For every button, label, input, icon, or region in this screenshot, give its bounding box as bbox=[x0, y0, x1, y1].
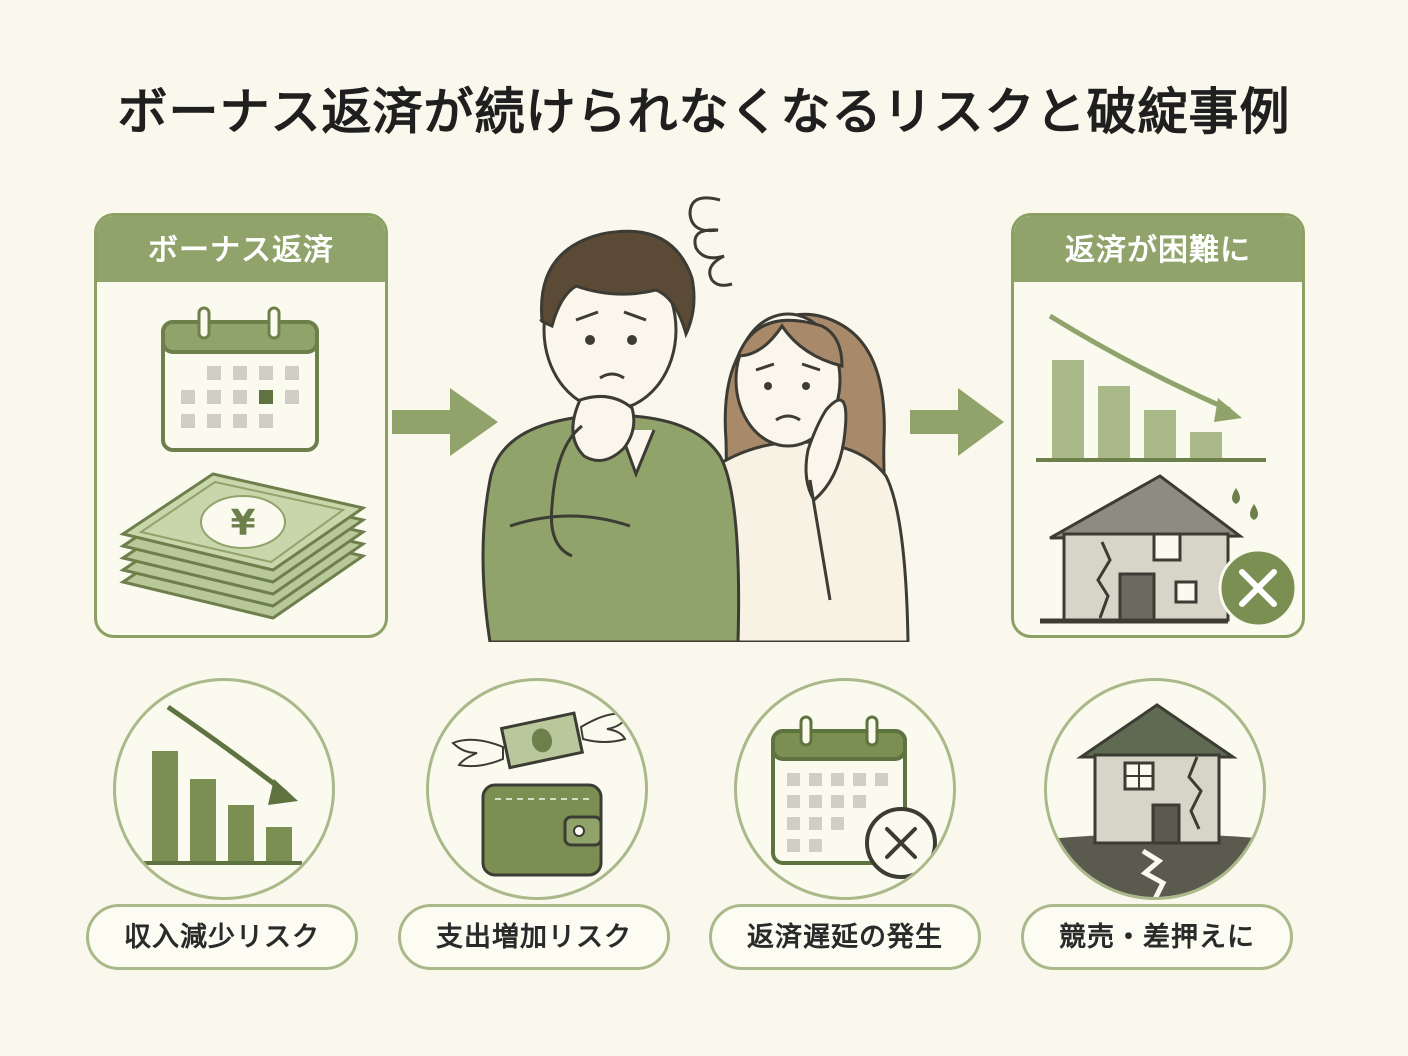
bonus-repayment-card: ボーナス返済 ¥ bbox=[94, 213, 388, 638]
risk-repayment-delay-circle bbox=[734, 678, 956, 900]
bonus-repayment-header: ボーナス返済 bbox=[97, 216, 385, 282]
worry-swirl-icon bbox=[688, 196, 733, 287]
risk-label: 収入減少リスク bbox=[86, 904, 358, 970]
calendar-icon bbox=[161, 306, 319, 452]
arrow-right-icon bbox=[392, 388, 498, 456]
declining-chart-and-broken-house-illustration bbox=[1036, 313, 1298, 628]
risk-foreclosure-circle bbox=[1044, 678, 1266, 900]
flying-money-wallet-icon bbox=[451, 711, 631, 877]
worried-couple-illustration bbox=[481, 196, 910, 642]
repayment-difficult-card: 返済が困難に bbox=[1011, 213, 1305, 638]
calendar-cross-icon bbox=[771, 715, 937, 879]
calendar-and-cash-illustration: ¥ bbox=[119, 306, 367, 620]
arrow-right-icon bbox=[910, 388, 1004, 456]
declining-bar-chart-icon bbox=[144, 704, 302, 865]
risk-label: 返済遅延の発生 bbox=[709, 904, 981, 970]
risk-label: 競売・差押えに bbox=[1021, 904, 1293, 970]
yen-symbol: ¥ bbox=[230, 503, 255, 544]
page-title: ボーナス返済が続けられなくなるリスクと破綻事例 bbox=[117, 83, 1291, 141]
declining-bar-chart-icon bbox=[1036, 313, 1266, 462]
yen-bills-icon bbox=[119, 472, 367, 620]
risk-income-decrease-circle bbox=[113, 678, 335, 900]
cracked-house-icon bbox=[1047, 703, 1263, 897]
risk-label: 支出増加リスク bbox=[398, 904, 670, 970]
risk-expense-increase-circle bbox=[426, 678, 648, 900]
cracked-house-icon bbox=[1040, 474, 1258, 624]
repayment-difficult-header: 返済が困難に bbox=[1014, 216, 1302, 282]
cross-badge-icon bbox=[1218, 548, 1298, 628]
